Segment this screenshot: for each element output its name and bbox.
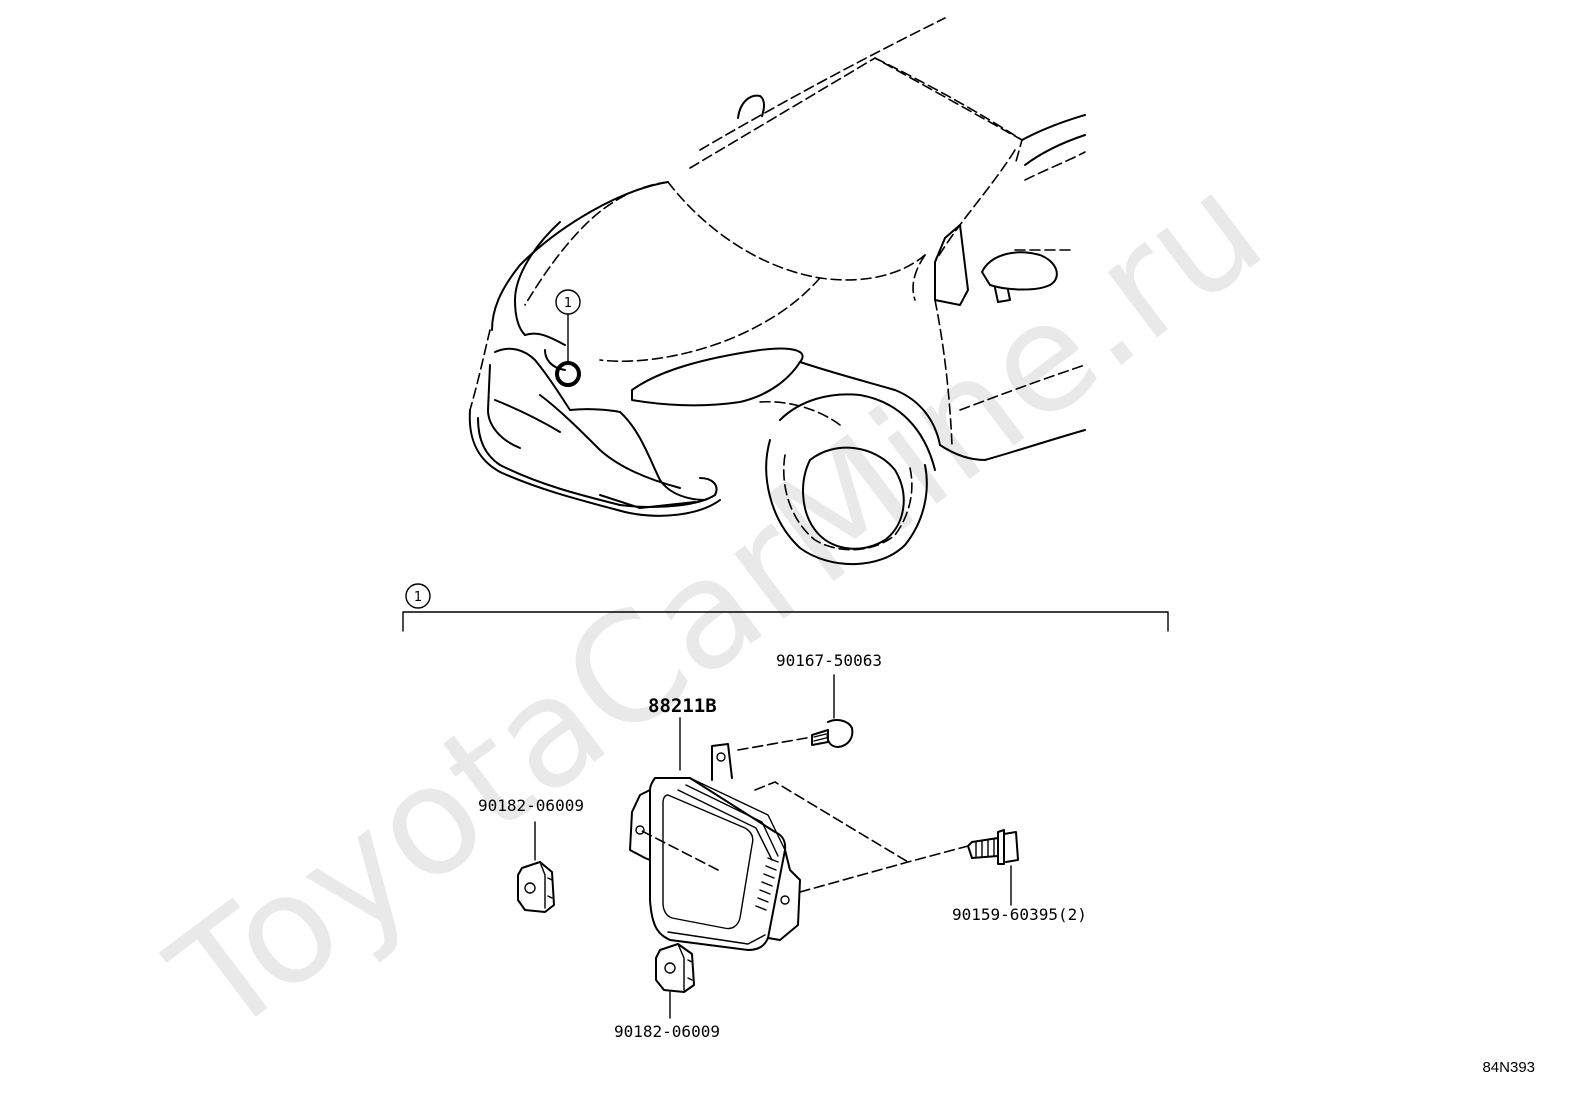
callout-1-car-number: 1 xyxy=(564,296,572,311)
label-nut-bottom[interactable]: 90182-06009 xyxy=(614,1022,720,1041)
nut-bottom-drawing xyxy=(655,943,695,1019)
bolt-right-drawing xyxy=(967,829,1019,906)
nut-left-drawing xyxy=(517,821,555,913)
assembly-bracket: 1 xyxy=(402,583,1169,632)
bolt-top-drawing xyxy=(811,674,854,748)
watermark: ToyotaCarMine.ru xyxy=(141,141,1293,1069)
label-bolt-top[interactable]: 90167-50063 xyxy=(776,651,882,670)
sensor-assembly-drawing xyxy=(629,717,969,951)
sensor-location-marker xyxy=(555,361,581,387)
reference-code: 84N393 xyxy=(1482,1059,1535,1076)
callout-1-car: 1 xyxy=(555,289,581,315)
car-illustration xyxy=(468,17,1086,566)
callout-1-assembly-number: 1 xyxy=(414,590,422,605)
label-sensor-assembly[interactable]: 88211B xyxy=(648,695,717,717)
label-nut-left[interactable]: 90182-06009 xyxy=(478,796,584,815)
label-bolt-right[interactable]: 90159-60395(2) xyxy=(952,905,1087,924)
